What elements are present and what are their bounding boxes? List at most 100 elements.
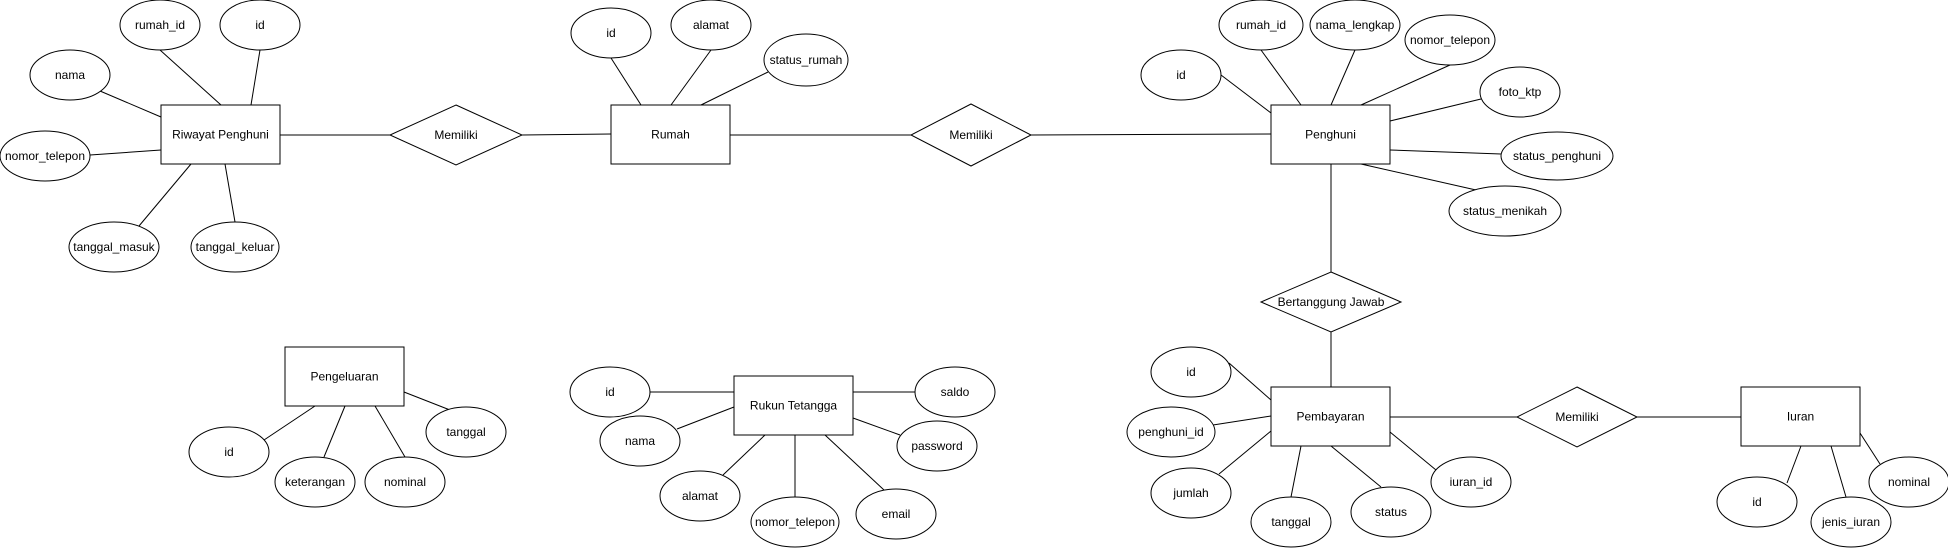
relationship-diamond: [388, 104, 524, 166]
attribute-ellipse: [1448, 185, 1562, 237]
attribute-rumah-id[interactable]: id: [570, 7, 652, 59]
attribute-label: alamat: [682, 489, 719, 503]
attribute-label: nomor_telepon: [755, 515, 835, 529]
attribute-riwayat-penghuni-tanggal-keluar[interactable]: tanggal_keluar: [190, 221, 280, 273]
attribute-pengeluaran-tanggal[interactable]: tanggal: [425, 406, 507, 458]
connector-line: [263, 405, 316, 441]
attribute-pembayaran-status[interactable]: status: [1350, 486, 1432, 538]
entity-rumah[interactable]: Rumah: [610, 104, 731, 165]
entity-label: Rumah: [651, 128, 690, 142]
attribute-label: id: [1186, 365, 1195, 379]
attribute-ellipse: [425, 406, 507, 458]
attribute-rukun-tetangga-alamat[interactable]: alamat: [659, 470, 741, 522]
attribute-ellipse: [914, 366, 996, 418]
connector-line: [323, 405, 346, 458]
connector-line: [1030, 133, 1272, 136]
attribute-rumah-status-rumah[interactable]: status_rumah: [763, 33, 849, 87]
attribute-label: nama: [625, 434, 655, 448]
connector-line: [1290, 445, 1302, 498]
attribute-penghuni-nama-lengkap[interactable]: nama_lengkap: [1309, 0, 1401, 51]
entity-riwayat-penghuni[interactable]: Riwayat Penghuni: [160, 104, 281, 165]
attribute-iuran-jenis-iuran[interactable]: jenis_iuran: [1810, 496, 1892, 548]
attribute-rukun-tetangga-nama[interactable]: nama: [599, 415, 681, 467]
attribute-ellipse: [364, 456, 446, 508]
attribute-label: tanggal: [446, 425, 485, 439]
attribute-riwayat-penghuni-id[interactable]: id: [219, 0, 301, 51]
connector-line: [1830, 445, 1847, 498]
attribute-ellipse: [855, 488, 937, 540]
attribute-label: nominal: [384, 475, 426, 489]
relationship-label: Memiliki: [434, 128, 477, 142]
attribute-ellipse: [659, 470, 741, 522]
attribute-label: foto_ktp: [1499, 85, 1542, 99]
attribute-label: nominal: [1888, 475, 1930, 489]
attribute-penghuni-nomor-telepon[interactable]: nomor_telepon: [1404, 14, 1496, 66]
attribute-rukun-tetangga-id[interactable]: id: [569, 366, 651, 418]
attribute-ellipse: [1309, 0, 1401, 51]
attribute-label: jenis_iuran: [1821, 515, 1880, 529]
relationship-rumah-penghuni[interactable]: Memiliki: [909, 103, 1033, 167]
connector-line: [676, 406, 735, 430]
attribute-ellipse: [119, 0, 201, 51]
attribute-label: tanggal_keluar: [196, 240, 275, 254]
attribute-riwayat-penghuni-tanggal-masuk[interactable]: tanggal_masuk: [68, 221, 160, 273]
relationship-pembayaran-iuran[interactable]: Memiliki: [1515, 386, 1639, 448]
attribute-pembayaran-jumlah[interactable]: jumlah: [1150, 467, 1232, 519]
attribute-pembayaran-iuran-id[interactable]: iuran_id: [1430, 456, 1512, 508]
attribute-label: status_penghuni: [1513, 149, 1601, 163]
attribute-ellipse: [1810, 496, 1892, 548]
attribute-rukun-tetangga-password[interactable]: password: [896, 420, 978, 472]
attribute-penghuni-status-menikah[interactable]: status_menikah: [1448, 185, 1562, 237]
attribute-pembayaran-tanggal[interactable]: tanggal: [1250, 496, 1332, 548]
attribute-ellipse: [1716, 476, 1798, 528]
relationship-penghuni-pembayaran[interactable]: Bertanggung Jawab: [1259, 271, 1403, 333]
attribute-label: status_menikah: [1463, 204, 1547, 218]
entity-penghuni[interactable]: Penghuni: [1270, 104, 1391, 165]
entities: Riwayat Penghuni Rumah PenghuniPengeluaran…: [160, 104, 1861, 447]
attribute-rukun-tetangga-nomor-telepon[interactable]: nomor_telepon: [750, 496, 840, 548]
attribute-riwayat-penghuni-rumah-id[interactable]: rumah_id: [119, 0, 201, 51]
entity-box: [160, 104, 281, 165]
attribute-penghuni-rumah-id[interactable]: rumah_id: [1218, 0, 1304, 51]
attribute-ellipse: [750, 496, 840, 548]
relationship-diamond: [1515, 386, 1639, 448]
attribute-penghuni-status-penghuni[interactable]: status_penghuni: [1500, 131, 1614, 181]
attribute-riwayat-penghuni-nomor-telepon[interactable]: nomor_telepon: [0, 130, 91, 182]
attribute-penghuni-foto-ktp[interactable]: foto_ktp: [1479, 66, 1561, 118]
entity-rukun-tetangga[interactable]: Rukun Tetangga: [733, 375, 854, 436]
attribute-label: id: [255, 18, 264, 32]
attribute-label: password: [911, 439, 962, 453]
attribute-rukun-tetangga-saldo[interactable]: saldo: [914, 366, 996, 418]
attribute-penghuni-id[interactable]: id: [1140, 49, 1222, 101]
attribute-label: status: [1375, 505, 1407, 519]
attribute-ellipse: [1126, 406, 1216, 458]
relationship-riwayat-rumah[interactable]: Memiliki: [388, 104, 524, 166]
connector-line: [1330, 49, 1356, 106]
entity-pembayaran[interactable]: Pembayaran: [1270, 386, 1391, 447]
entity-iuran[interactable]: Iuran: [1740, 386, 1861, 447]
attribute-riwayat-penghuni-nama[interactable]: nama: [29, 49, 111, 101]
entity-pengeluaran[interactable]: Pengeluaran: [284, 346, 405, 407]
connector-line: [852, 417, 901, 436]
connector-line: [610, 57, 642, 106]
attribute-pengeluaran-nominal[interactable]: nominal: [364, 456, 446, 508]
attribute-pembayaran-penghuni-id[interactable]: penghuni_id: [1126, 406, 1216, 458]
attribute-iuran-nominal[interactable]: nominal: [1868, 456, 1948, 508]
attribute-rumah-alamat[interactable]: alamat: [670, 0, 752, 51]
entity-box: [284, 346, 405, 407]
attribute-iuran-id[interactable]: id: [1716, 476, 1798, 528]
entity-label: Rukun Tetangga: [750, 399, 838, 413]
entity-label: Penghuni: [1305, 128, 1356, 142]
relationship-label: Bertanggung Jawab: [1278, 295, 1385, 309]
attribute-rukun-tetangga-email[interactable]: email: [855, 488, 937, 540]
attribute-pengeluaran-id[interactable]: id: [188, 426, 270, 478]
attribute-ellipse: [1150, 346, 1232, 398]
connector-line: [224, 163, 236, 223]
attribute-label: jumlah: [1172, 486, 1208, 500]
connector-line: [403, 391, 451, 411]
attribute-pengeluaran-keterangan[interactable]: keterangan: [274, 456, 356, 508]
attribute-label: rumah_id: [1236, 18, 1286, 32]
attribute-pembayaran-id[interactable]: id: [1150, 346, 1232, 398]
